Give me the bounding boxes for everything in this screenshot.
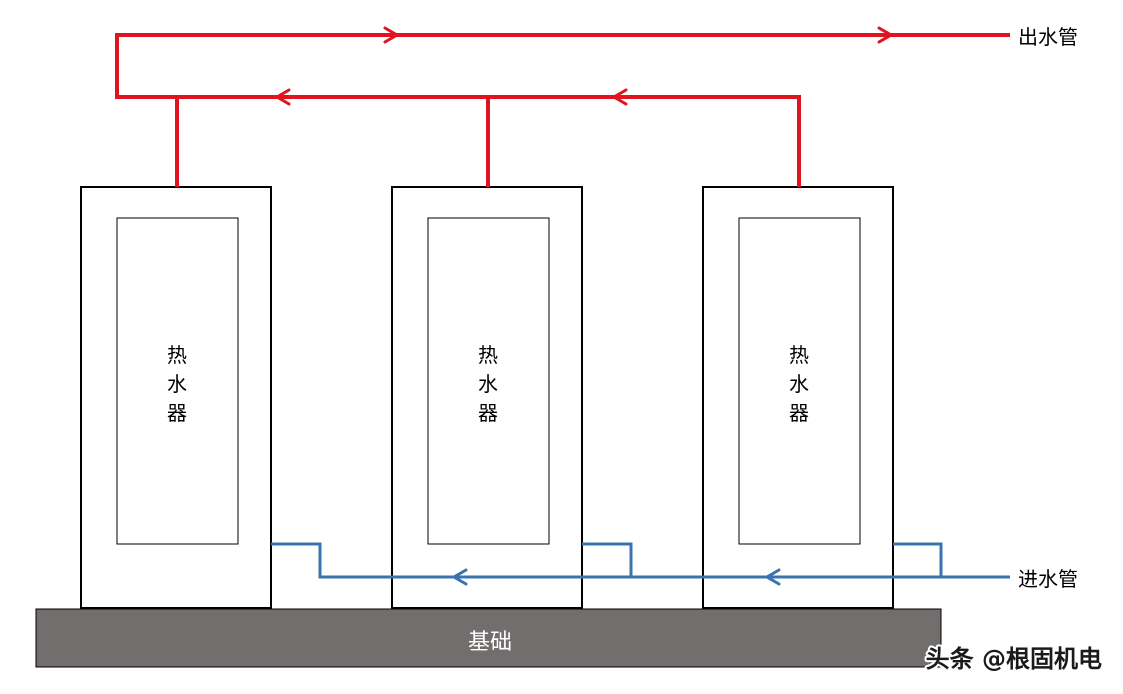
heater-label-char: 水 — [167, 372, 187, 396]
watermark-halo: 头条 @根固机电 — [926, 645, 1102, 673]
heater-panel-1 — [116, 217, 239, 545]
inlet-pipe-label: 进水管 — [1018, 567, 1078, 591]
outlet-pipe-main — [115, 33, 1010, 187]
heater-label-char: 器 — [478, 401, 498, 425]
water-heater-1: 热 水 器 — [80, 186, 272, 609]
heater-label-char: 器 — [167, 401, 187, 425]
inlet-flow-arrows — [451, 568, 781, 586]
heater-label-char: 热 — [167, 343, 187, 367]
foundation-base — [35, 608, 942, 668]
heater-label-char: 器 — [789, 401, 809, 425]
heater-panel-3 — [738, 217, 861, 545]
water-heater-2: 热 水 器 — [391, 186, 583, 609]
outlet-pipe-label: 出水管 — [1018, 25, 1078, 49]
arrow-right-icon — [383, 26, 400, 44]
water-heater-3: 热 水 器 — [702, 186, 894, 609]
heater-label-char: 热 — [789, 343, 809, 367]
heater-label-char: 水 — [478, 372, 498, 396]
arrow-left-icon — [274, 88, 291, 106]
arrow-right-icon — [877, 26, 894, 44]
outlet-flow-arrows — [274, 26, 894, 106]
foundation-label: 基础 — [468, 630, 512, 655]
inlet-branch-3 — [893, 542, 943, 577]
inlet-pipe-network — [271, 542, 1010, 579]
arrow-left-icon — [764, 568, 781, 586]
heater-label-char: 水 — [789, 372, 809, 396]
watermark-text: 头条 @根固机电 — [926, 645, 1102, 673]
inlet-pipe-main — [271, 542, 1010, 579]
heater-label-char: 热 — [478, 343, 498, 367]
arrow-left-icon — [451, 568, 468, 586]
heater-panel-2 — [427, 217, 550, 545]
inlet-branch-2 — [582, 542, 633, 577]
arrow-left-icon — [611, 88, 628, 106]
outlet-pipe-network — [115, 33, 1010, 187]
